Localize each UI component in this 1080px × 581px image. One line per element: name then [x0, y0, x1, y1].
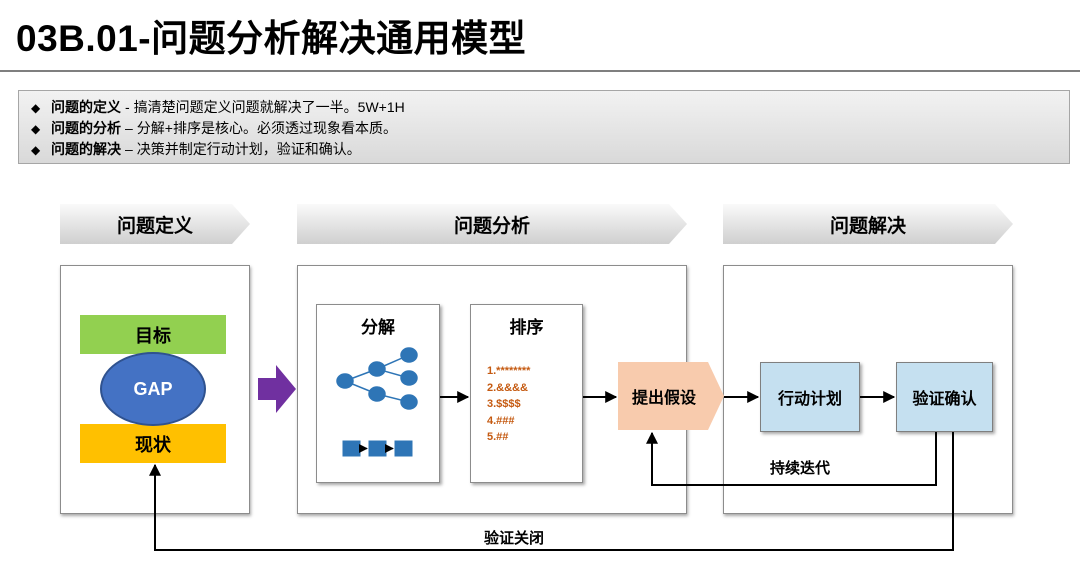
phase-header-solution: 问题解决: [723, 204, 1013, 244]
gap-ellipse: GAP: [100, 352, 206, 426]
summary-term: 问题的解决: [51, 141, 121, 157]
closure-label: 验证关闭: [484, 530, 545, 547]
sort-title: 排序: [509, 318, 544, 337]
summary-text: 分解+排序是核心。必须透过现象看本质。: [136, 120, 397, 136]
transition-arrow-icon: [258, 365, 296, 413]
sort-step: 5.##: [487, 431, 509, 443]
summary-term: 问题的分析: [51, 120, 121, 136]
iteration-label: 持续迭代: [770, 460, 831, 477]
sort-steps-list: 1.******** 2.&&&& 3.$$$$ 4.### 5.##: [487, 363, 530, 446]
current-state-box: 现状: [80, 424, 226, 463]
title-divider: [0, 70, 1080, 72]
summary-row: ◆ 问题的分析–分解+排序是核心。必须透过现象看本质。: [31, 118, 1069, 139]
diamond-bullet-icon: ◆: [31, 143, 41, 157]
page-title: 03B.01-问题分析解决通用模型: [16, 18, 527, 59]
phase-header-analysis: 问题分析: [297, 204, 687, 244]
iteration-loop-arrow: [646, 431, 937, 486]
summary-box: ◆ 问题的定义-搞清楚问题定义问题就解决了一半。5W+1H ◆ 问题的分析–分解+排…: [18, 90, 1070, 164]
sort-step: 3.$$$$: [487, 398, 521, 410]
summary-row: ◆ 问题的定义-搞清楚问题定义问题就解决了一半。5W+1H: [31, 97, 1069, 118]
summary-separator: –: [125, 141, 133, 157]
sort-card: 排序 1.******** 2.&&&& 3.$$$$ 4.### 5.##: [470, 304, 583, 483]
diamond-bullet-icon: ◆: [31, 122, 41, 136]
sort-step: 4.###: [487, 414, 515, 427]
closure-loop-arrow: [149, 432, 954, 551]
sort-step: 1.********: [487, 365, 531, 377]
sort-step: 2.&&&&: [487, 381, 528, 394]
action-plan-box: 行动计划: [760, 362, 860, 432]
summary-text: 搞清楚问题定义问题就解决了一半。5W+1H: [133, 99, 405, 115]
summary-separator: –: [125, 120, 133, 136]
phase-header-definition: 问题定义: [60, 204, 250, 244]
summary-row: ◆ 问题的解决–决策并制定行动计划，验证和确认。: [31, 139, 1069, 160]
diamond-bullet-icon: ◆: [31, 101, 41, 115]
decompose-title: 分解: [361, 318, 395, 337]
summary-separator: -: [125, 99, 130, 115]
goal-box: 目标: [80, 315, 226, 354]
hypothesis-box: 提出假设: [618, 362, 724, 430]
decomposition-tree-icon: [336, 347, 418, 410]
verify-box: 验证确认: [896, 362, 993, 432]
sequence-blocks-icon: [342, 440, 413, 457]
summary-term: 问题的定义: [51, 99, 121, 115]
summary-text: 决策并制定行动计划，验证和确认。: [136, 141, 361, 157]
